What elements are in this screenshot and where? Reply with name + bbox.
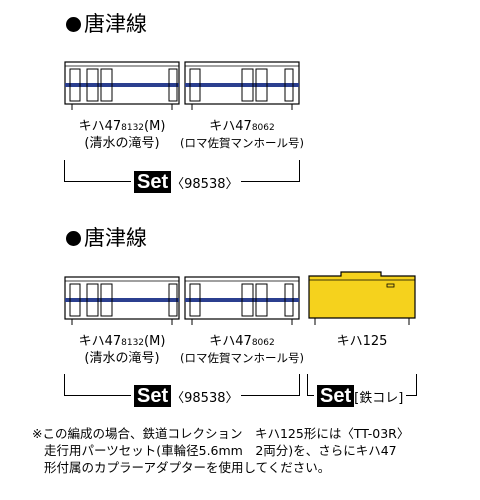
set-number: 〈98538〉 — [171, 177, 239, 192]
section2-heading: 唐津線 — [66, 226, 147, 250]
note-line3: 形付属のカプラーアダプターを使用してください。 — [44, 460, 331, 475]
car3-name: キハ125 — [336, 334, 388, 349]
kiha47-8062-car — [184, 61, 300, 110]
set-number: 〈98538〉 — [171, 391, 239, 406]
set-label: Set〈98538〉 — [131, 171, 242, 196]
car2-name: キハ478062 — [209, 334, 275, 349]
note-line2: 走行用パーツセット(車輪径5.6mm 2両分)を、さらにキハ47 — [44, 443, 397, 458]
section1-heading: 唐津線 — [66, 12, 147, 36]
bullet-icon — [66, 17, 81, 32]
car1-name: キハ478132(M) — [78, 334, 166, 349]
bullet-icon — [66, 231, 81, 246]
set2-label: Set[鉄コレ] — [314, 385, 407, 410]
blue-stripe — [65, 298, 179, 302]
car2-nickname: (ロマ佐賀マンホール号) — [180, 351, 304, 365]
car2-name: キハ478062 — [209, 119, 275, 134]
kiha47-8062-car — [184, 276, 300, 325]
set-badge: Set — [134, 385, 172, 407]
car2-nickname: (ロマ佐賀マンホール号) — [180, 136, 304, 150]
car1-name: キハ478132(M) — [78, 119, 166, 134]
blue-stripe — [65, 83, 179, 87]
note-line1: ※この編成の場合、鉄道コレクション キハ125形には〈TT-03R〉 — [32, 426, 410, 441]
set-label: Set〈98538〉 — [131, 385, 242, 410]
heading-text: 唐津線 — [84, 226, 147, 250]
heading-text: 唐津線 — [84, 12, 147, 36]
set2-text: [鉄コレ] — [354, 391, 404, 406]
car1-nickname: (清水の滝号) — [84, 136, 160, 151]
kiha47-8132-car — [64, 61, 180, 110]
set-badge: Set — [134, 171, 172, 193]
car1-nickname: (清水の滝号) — [84, 351, 160, 366]
kiha125-car — [308, 271, 416, 325]
kiha47-8132-car — [64, 276, 180, 325]
set2-badge: Set — [317, 385, 355, 407]
